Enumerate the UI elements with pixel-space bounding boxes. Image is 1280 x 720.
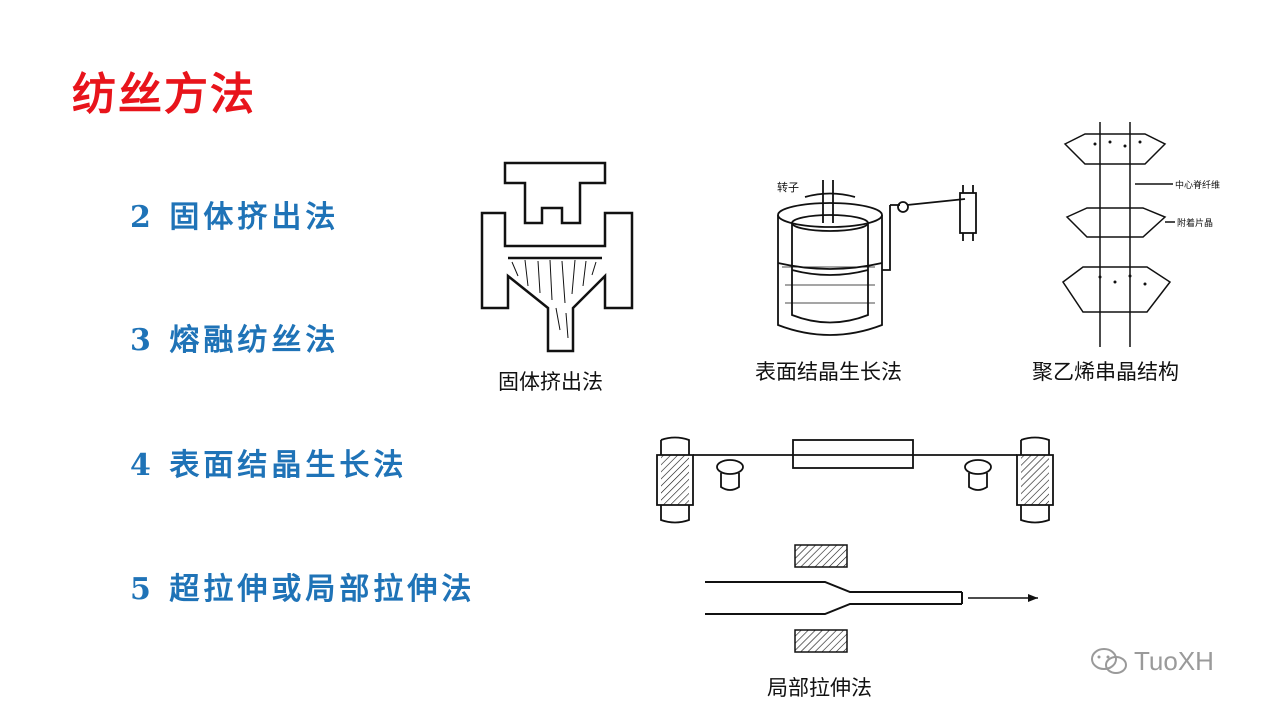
- caption-local-drawing: 局部拉伸法: [767, 676, 872, 700]
- solid-extrusion-diagram: [480, 161, 634, 353]
- caption-surface-growth: 表面结晶生长法: [755, 360, 902, 384]
- drawing-apparatus-diagram: [656, 436, 1054, 524]
- caption-solid-extrusion: 固体挤出法: [498, 370, 603, 394]
- local-drawing-diagram: [705, 544, 1038, 653]
- caption-shish-kebab: 聚乙烯串晶结构: [1032, 360, 1179, 384]
- method-item-solid-extrusion: 2 固体挤出法: [130, 200, 340, 235]
- label-core-fiber: 中心脊纤维: [1175, 179, 1220, 191]
- wechat-icon: [1091, 647, 1127, 674]
- label-attached-lamella: 附着片晶: [1177, 217, 1213, 229]
- watermark-text: TuoXH: [1134, 646, 1214, 676]
- shish-kebab-diagram: 中心脊纤维 附着片晶: [1061, 122, 1220, 347]
- method-item-melt-spinning: 3 熔融纺丝法: [130, 323, 340, 358]
- surface-growth-diagram: 转子: [777, 180, 977, 336]
- method-item-surface-growth: 4 表面结晶生长法: [130, 448, 408, 483]
- watermark: TuoXH: [1090, 646, 1214, 677]
- slide-title: 纺丝方法: [72, 69, 256, 120]
- rotor-label: 转子: [777, 180, 799, 194]
- method-item-drawing: 5 超拉伸或局部拉伸法: [130, 572, 476, 607]
